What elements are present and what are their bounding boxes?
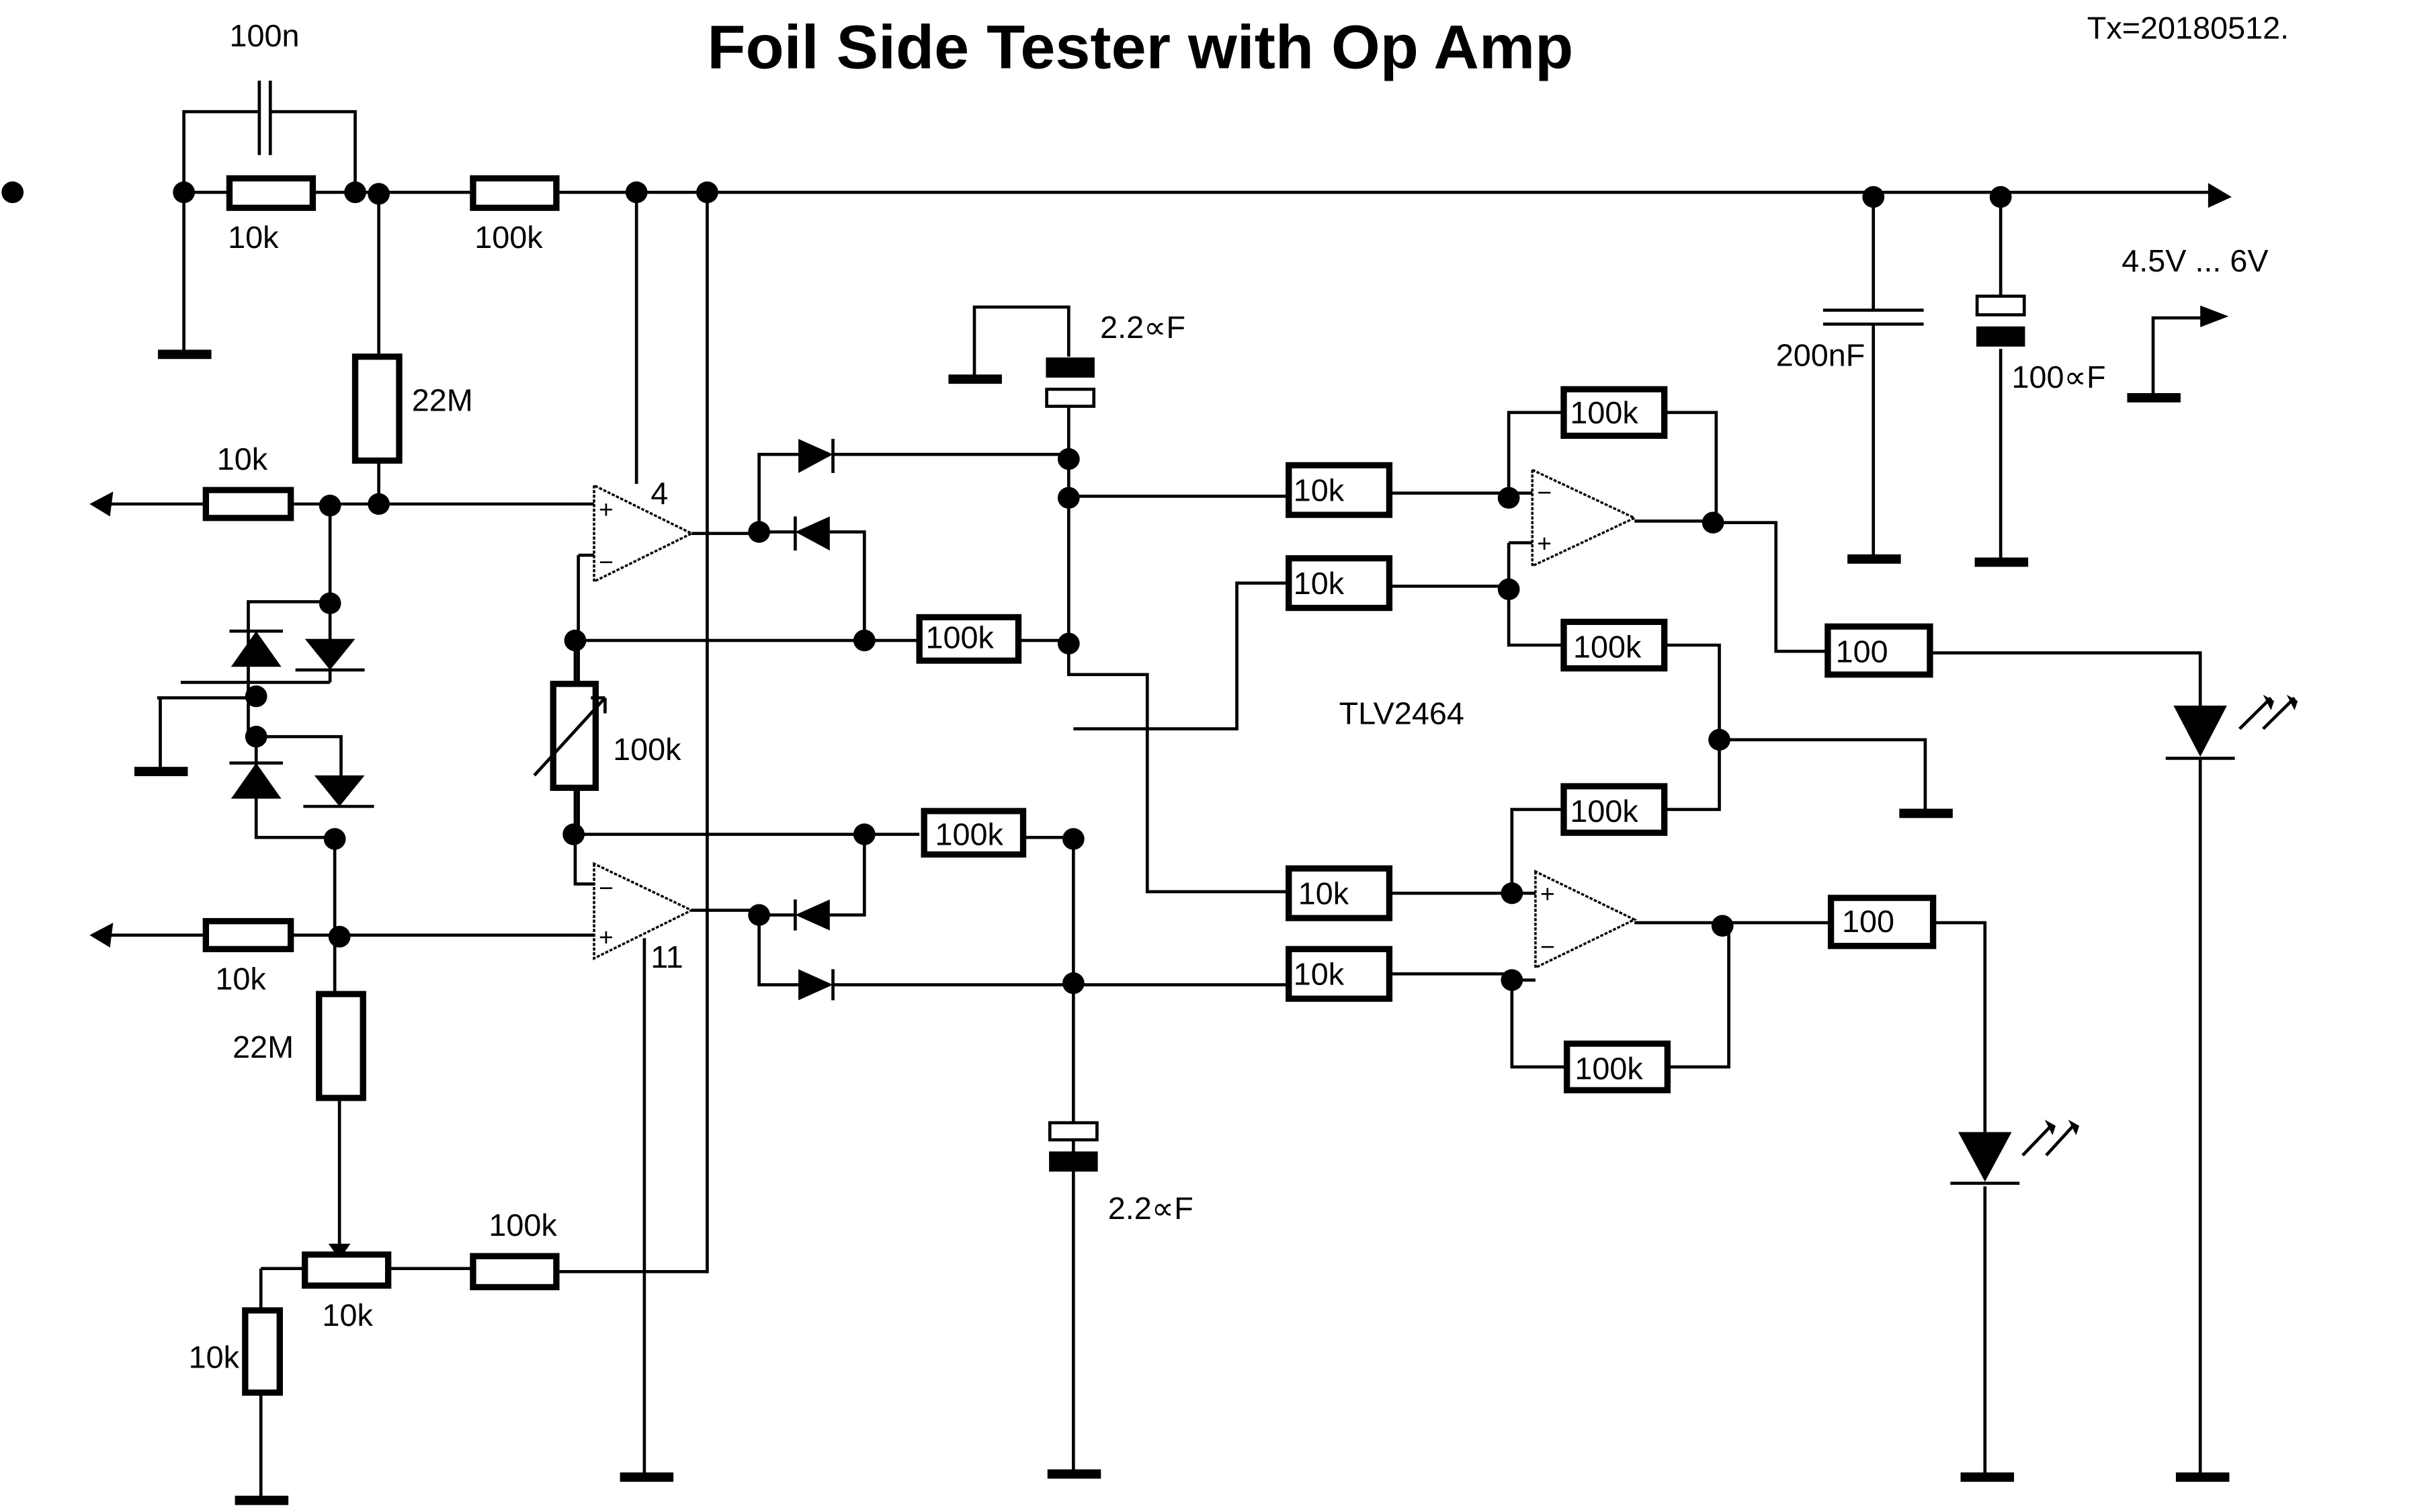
svg-text:10k: 10k (1298, 876, 1349, 911)
ic-label: TLV2464 (1339, 696, 1464, 731)
svg-text:100k: 100k (1574, 1051, 1643, 1086)
svg-text:4: 4 (650, 476, 668, 511)
svg-text:100∝F: 100∝F (2012, 360, 2106, 394)
opamp-stage-bottom: + − (1534, 870, 1638, 970)
schematic-title: Foil Side Tester with Op Amp (707, 12, 1573, 81)
resistor-22m-bot: 22M (233, 991, 366, 1101)
svg-text:100k: 100k (489, 1208, 557, 1243)
svg-text:200nF: 200nF (1776, 338, 1865, 373)
capacitor-100uf: 100∝F (1975, 197, 2106, 558)
svg-text:100k: 100k (613, 732, 681, 767)
svg-text:10k: 10k (215, 962, 266, 997)
resistor-100k-f3: 100k (1560, 783, 1668, 836)
capacitor-100n: 100n (182, 19, 357, 193)
ground-icon (948, 374, 1002, 384)
svg-text:11: 11 (650, 939, 683, 974)
opamp-stage-top: − + (1531, 468, 1638, 569)
resistor-100-led1: 100 (1824, 623, 1933, 678)
resistor-10k-a3: 10k (1286, 865, 1393, 921)
svg-text:22M: 22M (233, 1030, 294, 1064)
resistor-10k-a2: 10k (1286, 555, 1393, 612)
svg-text:+: + (1540, 880, 1555, 908)
resistor-22m-top: 22M (351, 353, 473, 464)
trimmer-100k: 100k (533, 681, 681, 791)
ground-icon (134, 767, 188, 776)
ground-icon (235, 1495, 289, 1505)
supply-arrow-icon (2208, 183, 2232, 208)
capacitor-2u2-bot: 2.2∝F (1048, 1121, 1193, 1226)
svg-text:100: 100 (1836, 634, 1888, 669)
svg-text:100k: 100k (935, 817, 1004, 852)
svg-text:100k: 100k (1573, 630, 1642, 665)
svg-text:+: + (599, 923, 614, 952)
svg-text:10k: 10k (1294, 473, 1345, 508)
svg-text:10k: 10k (217, 442, 268, 477)
ground-icon (1960, 1472, 2015, 1482)
svg-text:10k: 10k (1294, 566, 1345, 601)
resistor-10k-a4: 10k (1286, 946, 1393, 1002)
revision-label: Tx=20180512. (2087, 11, 2289, 46)
opamp-top-input: + − 4 (593, 476, 694, 584)
svg-text:+: + (599, 495, 614, 523)
led-bottom-icon (1950, 1120, 2080, 1185)
output-arrow-icon (89, 491, 114, 517)
battery-connection-icon (2127, 305, 2229, 403)
led-top-icon (2165, 694, 2298, 760)
svg-text:100n: 100n (229, 19, 299, 54)
resistor-10k-input: 10k (226, 175, 317, 255)
resistor-10k-a1: 10k (1286, 462, 1393, 518)
resistor-100-led2: 100 (1827, 894, 1937, 950)
ground-icon (1847, 554, 1901, 564)
diode-clamp-network (134, 505, 374, 993)
svg-text:2.2∝F: 2.2∝F (1100, 310, 1185, 345)
supply-rail (1, 181, 2232, 208)
svg-text:10k: 10k (189, 1340, 240, 1375)
resistor-100k-pot: 100k (470, 1208, 560, 1290)
capacitor-2u2-top: 2.2∝F (948, 305, 1185, 455)
ground-icon (1047, 1469, 1101, 1479)
output-arrow-icon (89, 923, 114, 948)
ground-icon (620, 1472, 674, 1482)
svg-text:100k: 100k (926, 620, 995, 655)
svg-text:10k: 10k (1294, 957, 1345, 992)
supply-voltage-label: 4.5V ... 6V (2122, 243, 2268, 278)
capacitor-200nf: 200nF (1776, 197, 1924, 556)
ground-icon (1899, 808, 1953, 818)
resistor-100k-fb-bot: 100k (921, 808, 1027, 858)
resistor-10k-out-top: 10k (202, 442, 294, 521)
resistor-10k-gnd: 10k (189, 1307, 283, 1396)
svg-text:100: 100 (1842, 904, 1894, 939)
input-terminal (1, 181, 24, 204)
rectifier-top (748, 439, 1069, 652)
svg-text:100k: 100k (1570, 794, 1638, 829)
svg-text:10k: 10k (322, 1298, 373, 1333)
ground-icon (158, 349, 212, 360)
svg-text:−: − (599, 548, 614, 576)
resistor-100k-fb-top: 100k (916, 614, 1022, 664)
svg-text:10k: 10k (228, 220, 279, 255)
resistor-100k-f2: 100k (1560, 618, 1668, 672)
svg-text:+: + (1537, 530, 1552, 558)
svg-text:−: − (1540, 933, 1555, 961)
resistor-100k-f4: 100k (1564, 1040, 1671, 1093)
svg-text:−: − (1537, 478, 1552, 507)
svg-text:22M: 22M (412, 383, 473, 418)
ground-icon (1974, 557, 2029, 567)
resistor-100k-top: 100k (470, 175, 560, 255)
svg-text:100k: 100k (1570, 395, 1638, 430)
resistor-100k-f1: 100k (1560, 386, 1668, 439)
ground-icon (2175, 1472, 2230, 1482)
svg-text:−: − (599, 874, 614, 902)
svg-text:100k: 100k (474, 220, 543, 255)
resistor-10k-out-bot: 10k (202, 918, 294, 997)
rectifier-bottom (748, 823, 1289, 1001)
opamp-bottom-input: − + 11 (593, 862, 695, 974)
svg-text:2.2∝F: 2.2∝F (1108, 1191, 1193, 1226)
potentiometer-10k: 10k (302, 1251, 392, 1333)
